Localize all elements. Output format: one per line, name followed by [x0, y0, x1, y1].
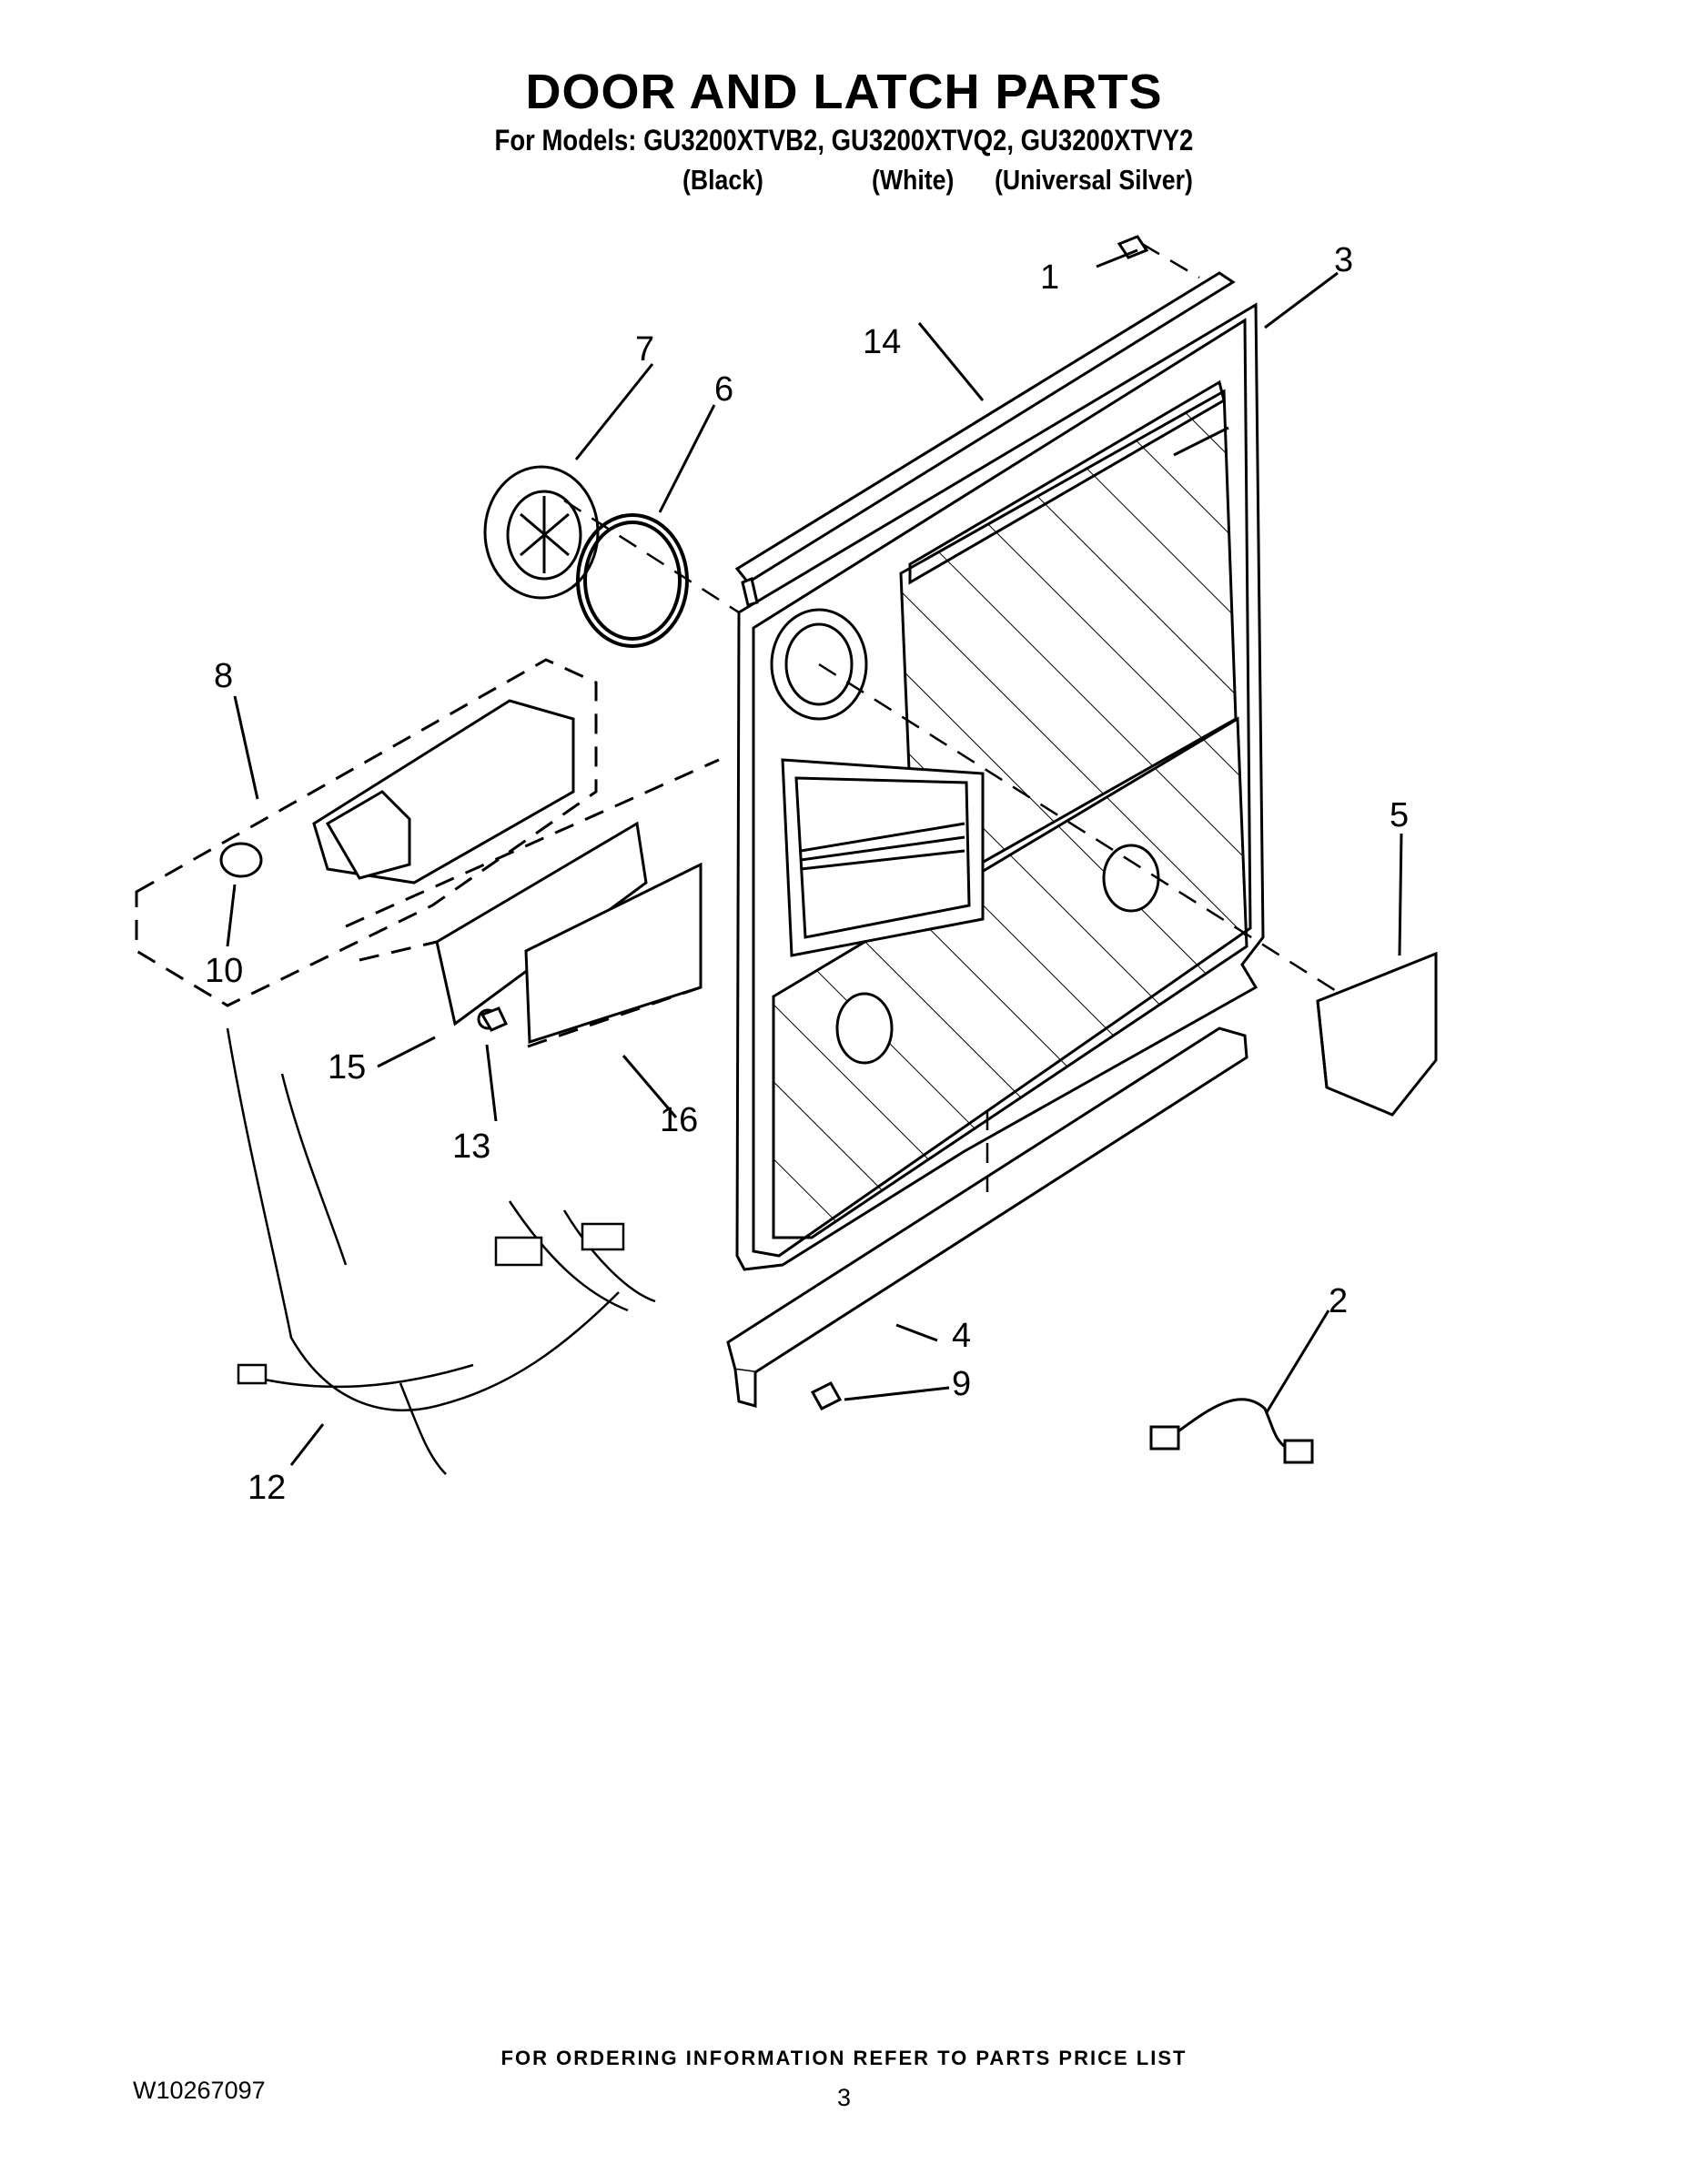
wire-harness-part: [226, 1027, 656, 1475]
models-line: For Models: GU3200XTVB2, GU3200XTVQ2, GU…: [494, 124, 1194, 157]
connector-part: [1149, 1398, 1314, 1464]
door-panel-part: [735, 302, 1265, 1271]
callout-8: 8: [214, 657, 233, 695]
bracket-part: [1316, 951, 1438, 1117]
callout-2: 2: [1329, 1282, 1348, 1320]
callout-1: 1: [1040, 258, 1059, 297]
leader-arrows: [226, 248, 1403, 1466]
document-number: W10267097: [133, 2077, 266, 2104]
top-trim-part: [734, 271, 1236, 607]
bottom-channel-part: [726, 1026, 1248, 1408]
page-title: DOOR AND LATCH PARTS: [525, 65, 1163, 119]
callout-4: 4: [952, 1317, 971, 1355]
page-number: 3: [836, 2084, 852, 2111]
callout-15: 15: [328, 1048, 366, 1087]
callout-13: 13: [452, 1127, 490, 1166]
gasket-part: [576, 513, 689, 648]
callout-6: 6: [714, 370, 733, 409]
ordering-footer: FOR ORDERING INFORMATION REFER TO PARTS …: [500, 2047, 1188, 2069]
callout-3: 3: [1334, 241, 1353, 279]
color-white: (White): [872, 164, 955, 196]
color-universal-silver: (Universal Silver): [995, 164, 1193, 196]
callout-9: 9: [952, 1365, 971, 1403]
callout-16: 16: [660, 1101, 698, 1139]
callout-5: 5: [1390, 796, 1409, 834]
vent-part: [483, 465, 600, 600]
callout-14: 14: [863, 323, 901, 361]
screw-part: [480, 235, 1149, 1410]
color-black: (Black): [682, 164, 763, 196]
control-board-part: [345, 758, 720, 1048]
callout-7: 7: [635, 330, 654, 369]
callout-12: 12: [248, 1469, 286, 1507]
latch-assembly-part: [135, 658, 598, 1007]
callout-10: 10: [205, 952, 243, 990]
